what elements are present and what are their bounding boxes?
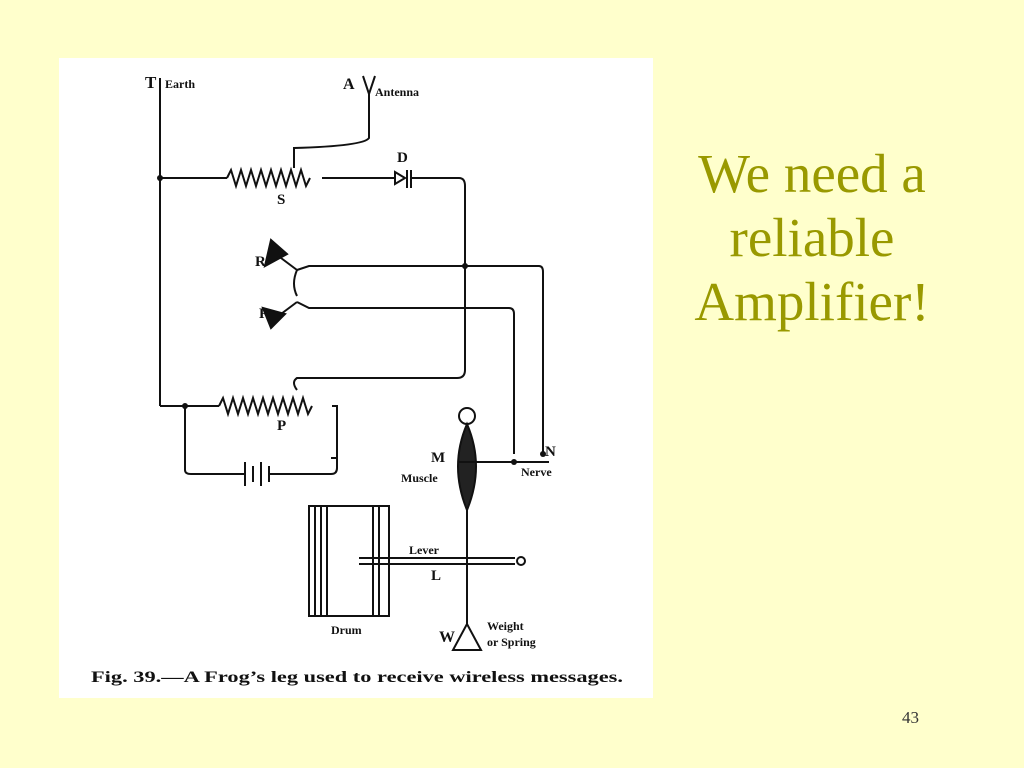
slide-number: 43 xyxy=(902,708,919,727)
slide-title: We need a reliable Amplifier! xyxy=(662,142,962,334)
figure-caption: Fig. 39.—A Frog’s leg used to receive wi… xyxy=(91,669,623,686)
receiver-upper xyxy=(263,238,289,268)
coil-s xyxy=(226,166,311,190)
circuit-diagram: T Earth A Antenna D S R R P M Muscle N N… xyxy=(91,73,623,686)
title-line-3: Amplifier! xyxy=(694,271,930,332)
label-or-spring: or Spring xyxy=(487,635,536,649)
battery xyxy=(244,462,270,486)
title-line-2: reliable xyxy=(729,207,895,268)
lever xyxy=(359,557,515,565)
label-n: N xyxy=(545,444,556,460)
label-nerve: Nerve xyxy=(521,465,552,479)
frog-leg-receiver-figure: T Earth A Antenna D S R R P M Muscle N N… xyxy=(59,58,653,698)
label-p: P xyxy=(277,418,286,434)
label-t: T xyxy=(145,73,157,92)
antenna-lead xyxy=(293,94,370,168)
label-m: M xyxy=(431,450,445,466)
antenna-symbol xyxy=(362,75,376,98)
drum xyxy=(308,505,390,617)
detector-d xyxy=(394,170,407,186)
label-weight: Weight xyxy=(487,619,524,633)
label-s: S xyxy=(277,192,285,208)
coil-p xyxy=(218,394,313,418)
label-a: A xyxy=(343,76,355,93)
weight-w xyxy=(451,621,483,651)
label-l: L xyxy=(431,568,441,584)
muscle-m xyxy=(457,421,477,513)
nerve-wire-a xyxy=(296,265,544,454)
label-earth: Earth xyxy=(165,77,195,91)
label-antenna: Antenna xyxy=(375,85,419,99)
nerve-wire-b xyxy=(296,301,515,454)
receiver-lower xyxy=(261,306,287,330)
label-r-lower: R xyxy=(259,306,270,322)
title-line-1: We need a xyxy=(698,143,926,204)
label-w: W xyxy=(439,629,455,646)
label-lever: Lever xyxy=(409,543,440,557)
label-muscle: Muscle xyxy=(401,471,438,485)
label-drum: Drum xyxy=(331,623,362,637)
label-d: D xyxy=(397,150,408,166)
label-r-upper: R xyxy=(255,254,266,270)
